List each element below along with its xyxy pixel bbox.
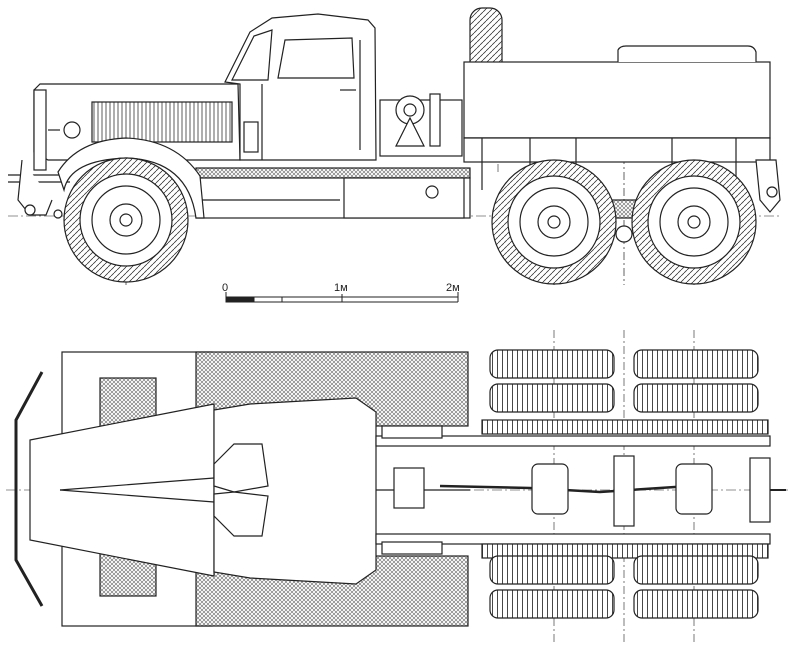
- side-frame: [195, 167, 471, 179]
- scale-label-1m: 1м: [334, 282, 348, 294]
- rear-wheel-top-8: [633, 589, 759, 619]
- rear-wheel-top-3: [633, 349, 759, 379]
- top-view: [6, 330, 788, 645]
- side-view: [8, 7, 781, 285]
- differential-rear: [675, 463, 713, 515]
- front-wheel: [63, 157, 189, 283]
- cargo-body: [463, 61, 771, 139]
- winch: [379, 93, 463, 157]
- rear-wheel-top-6: [489, 589, 615, 619]
- rear-wheel-2: [631, 159, 757, 285]
- cab-window-side: [277, 37, 355, 79]
- front-bumper: [14, 371, 44, 607]
- rear-wheel-top-7: [633, 555, 759, 585]
- hood-grille: [91, 101, 233, 143]
- scale-label-0: 0: [222, 282, 229, 294]
- rear-wheel-1: [491, 159, 617, 285]
- differential-front: [531, 463, 569, 515]
- headlight: [63, 121, 81, 139]
- hood-top: [29, 403, 215, 577]
- rear-wheel-top-2: [489, 383, 615, 413]
- rear-wheel-top-5: [489, 555, 615, 585]
- scale-label-2m: 2м: [446, 282, 460, 294]
- rear-wheel-top-1: [489, 349, 615, 379]
- front-fender: [57, 137, 205, 219]
- scale-bar: [225, 292, 459, 303]
- chassis-rail-left: [375, 435, 771, 447]
- rear-wheel-top-4: [633, 383, 759, 413]
- cab-window-front: [231, 29, 273, 81]
